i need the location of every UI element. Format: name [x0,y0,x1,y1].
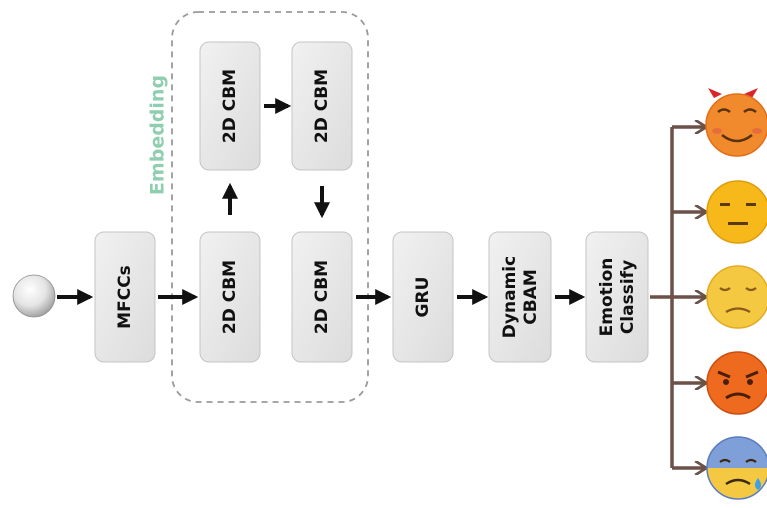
emotion-classify-block: Emotion Classify [585,231,649,363]
smiling-face-with-horns-icon [705,88,767,157]
dynamic-cbam-block: Dynamic CBAM [488,231,552,363]
cbm-block-2: 2D CBM [291,41,353,171]
anxious-face-with-sweat-icon [706,436,767,500]
mfccs-block: MFCCs [94,231,156,363]
cbm-block-3: 2D CBM [199,231,261,363]
emotion-classify-label-line2: Classify [618,260,638,334]
embedding-group-border [171,11,369,403]
cbm-label-2: 2D CBM [312,69,332,143]
cbm-block-4: 2D CBM [291,231,353,363]
gru-label: GRU [413,277,433,318]
expressionless-face-icon [706,180,767,244]
cbm-label-4: 2D CBM [312,260,332,334]
emotion-classify-label-line1: Emotion [597,258,617,337]
gru-block: GRU [392,231,454,363]
mfccs-label: MFCCs [115,265,135,329]
dynamic-cbam-label-line1: Dynamic [500,256,520,338]
cbm-label-3: 2D CBM [220,260,240,334]
input-audio-sphere [12,274,56,318]
dynamic-cbam-label-line2: CBAM [521,269,541,325]
angry-face-icon [706,351,767,415]
relieved-sad-face-icon [706,265,767,329]
cbm-block-1: 2D CBM [199,41,261,171]
cbm-label-1: 2D CBM [220,69,240,143]
embedding-label: Embedding [147,75,169,195]
